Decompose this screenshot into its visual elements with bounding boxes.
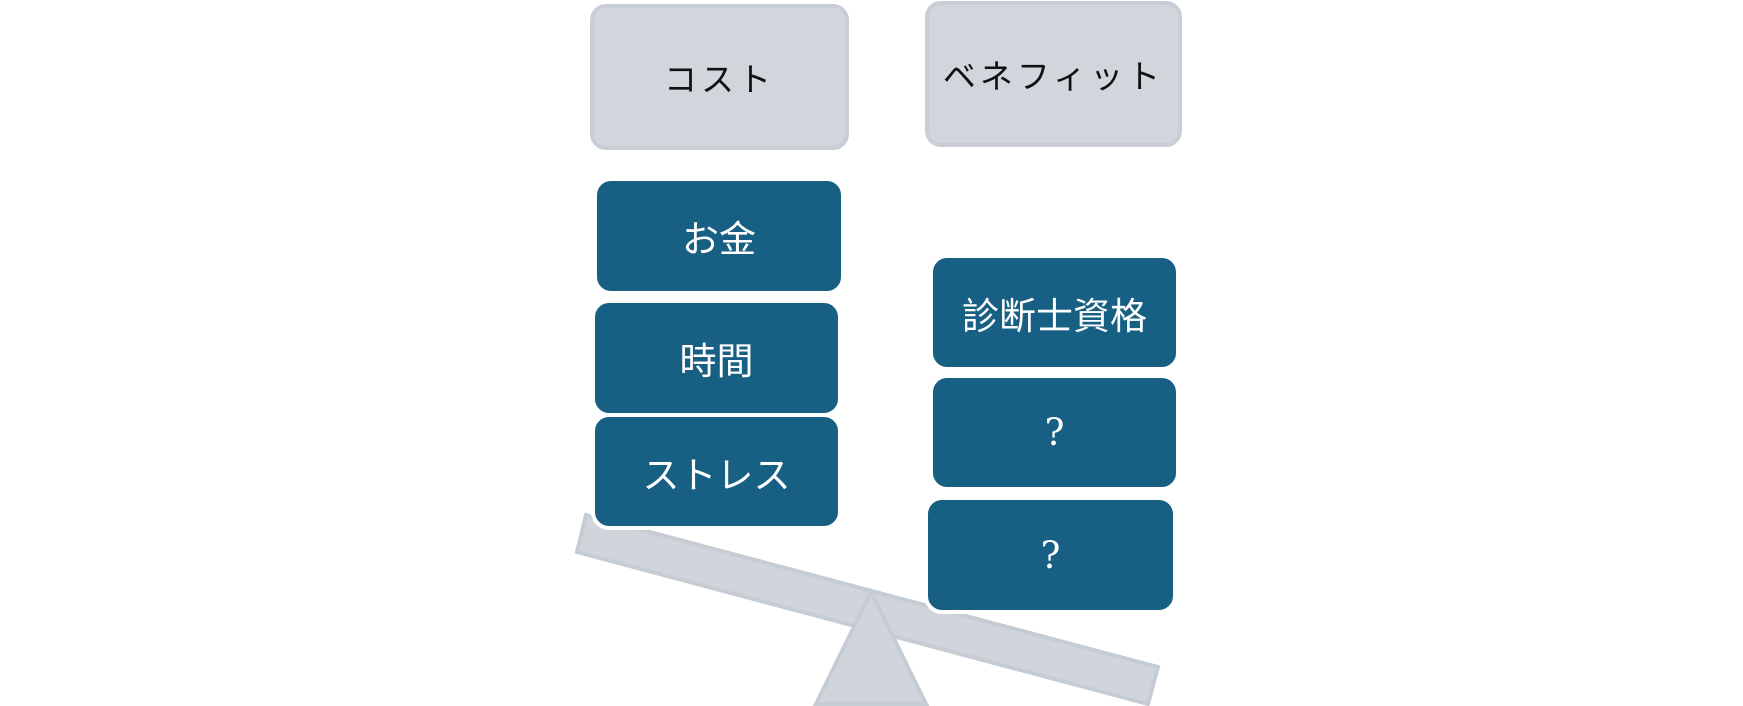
cost-item-stress: ストレス [591, 413, 842, 530]
benefit-header: ベネフィット [925, 1, 1182, 147]
benefit-item-unknown-2: ? [924, 496, 1177, 614]
seesaw-fulcrum [812, 587, 930, 706]
benefit-item-qualification: 診断士資格 [929, 254, 1180, 371]
cost-item-money: お金 [593, 177, 845, 295]
cost-header: コスト [590, 4, 849, 150]
cost-item-time: 時間 [591, 299, 842, 417]
benefit-item-unknown-1: ? [929, 374, 1180, 491]
